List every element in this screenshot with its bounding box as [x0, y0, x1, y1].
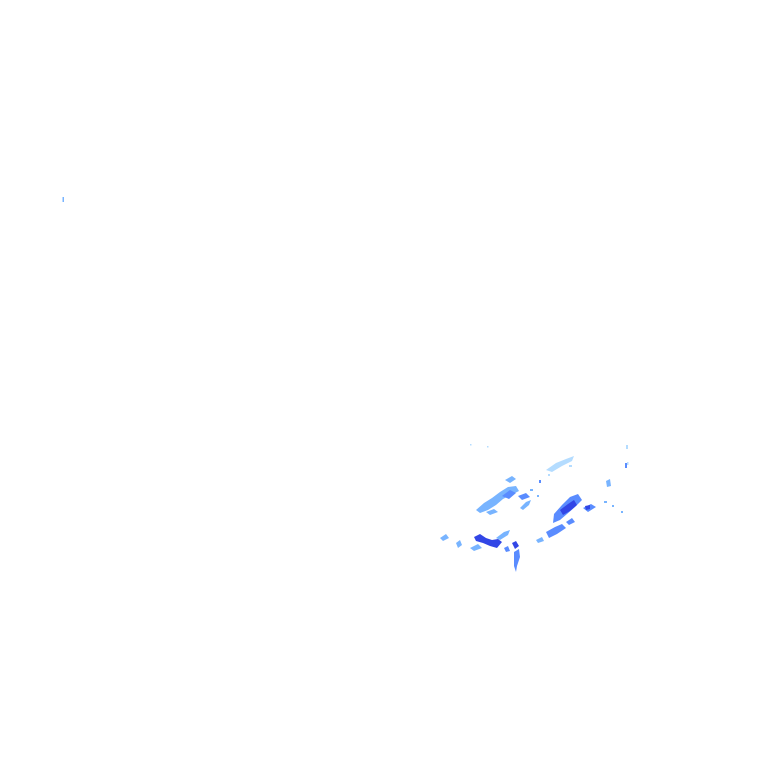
southern-tail	[504, 546, 520, 572]
eastern-core	[560, 500, 590, 515]
far-east-specks	[604, 463, 627, 513]
southwest-band	[440, 530, 544, 551]
southwest-core	[474, 534, 519, 549]
eastern-cell	[546, 494, 596, 538]
isolated-echo-west	[62, 197, 64, 202]
northern-speckles	[470, 444, 629, 465]
northeast-streak	[546, 456, 574, 476]
central-core	[502, 480, 541, 500]
